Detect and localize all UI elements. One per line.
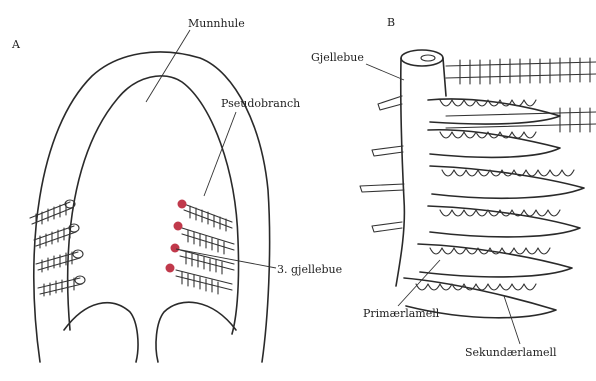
- primary-lamella-2: [428, 130, 560, 158]
- right-gill-arches: [166, 200, 235, 295]
- pseudobranch-label: Pseudobranch: [221, 97, 300, 110]
- left-gill-arch-2: [34, 224, 79, 248]
- gill-arch-bone: [360, 50, 446, 286]
- sekundaerlamell-label: Sekundærlamell: [465, 346, 557, 359]
- left-gill-arch-4: [38, 276, 85, 296]
- right-gill-arch-2: [182, 228, 234, 254]
- panel-b-label: B: [387, 16, 395, 29]
- sekundaerlamell-leader: [504, 296, 520, 344]
- upper-filament-combs: [446, 58, 596, 132]
- third-gill-arch-label: 3. gjellebue: [277, 263, 342, 276]
- primary-lamella-1: [428, 99, 560, 124]
- primary-lamella-3: [430, 166, 584, 198]
- pseudobranch-dot-2: [174, 222, 183, 231]
- munnhule-leader: [146, 30, 190, 102]
- right-gill-arch-1: [184, 204, 232, 231]
- gjellebue-label: Gjellebue: [311, 51, 364, 64]
- munnhule-label: Munnhule: [188, 17, 245, 30]
- primary-lamella-4: [428, 206, 580, 237]
- left-gill-arch-3: [36, 250, 83, 272]
- pseudobranch-dot-3: [171, 244, 180, 253]
- panel-a-label: A: [11, 38, 21, 51]
- right-gill-arch-4: [176, 270, 232, 294]
- primary-lamellae: [404, 99, 584, 318]
- primaerlamell-label: Primærlamell: [363, 307, 440, 320]
- primary-lamella-5: [418, 244, 572, 277]
- pseudobranch-dot-1: [178, 200, 187, 209]
- gjellebue-leader: [366, 64, 404, 80]
- primaerlamell-leader: [398, 260, 440, 306]
- left-gill-arches: [30, 200, 85, 296]
- right-gill-arch-3: [180, 250, 234, 274]
- pseudobranch-dot-4: [166, 264, 175, 273]
